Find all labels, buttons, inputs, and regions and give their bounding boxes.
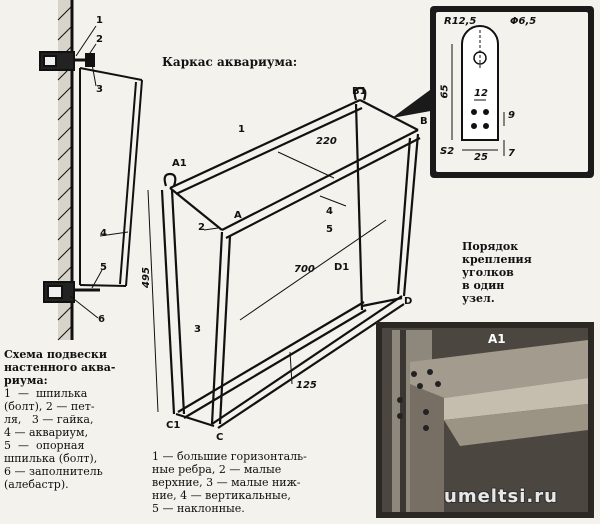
frame-drawing (147, 86, 421, 429)
corner-d1: D1 (334, 262, 350, 273)
corner-a: A (234, 210, 242, 221)
dim-phi6-5: Φ6,5 (510, 16, 537, 27)
frame-legend: 1 — большие горизонталь- ные ребра, 2 — … (152, 450, 307, 515)
caption-line: шпилька (болт), (4, 452, 98, 465)
dim-s2: S2 (440, 146, 455, 157)
legend-line: ные ребра, 2 — малые (152, 463, 282, 476)
corner-d: D (404, 296, 413, 307)
caption-line: 5 — опорная (4, 439, 85, 452)
legend-line: ние, 4 — вертикальные, (152, 489, 291, 502)
watermark: umeltsi.ru (444, 486, 558, 507)
wall-scheme (39, 0, 143, 341)
corner-b: B (420, 116, 428, 127)
caption-line: Схема подвески (4, 348, 107, 361)
dim-700: 700 (294, 264, 315, 275)
member-5: 5 (326, 224, 333, 235)
legend-line: 1 — большие горизонталь- (152, 450, 307, 463)
node-photo (376, 322, 594, 518)
corner-c: C (216, 432, 224, 443)
corner-c1: C1 (166, 420, 181, 431)
caption-line: риума: (4, 374, 48, 387)
node-caption-line: крепления (462, 253, 532, 266)
caption-line: (болт), 2 — пет- (4, 400, 95, 413)
node-caption-line: узел. (462, 292, 495, 305)
node-caption-line: уголков (462, 266, 514, 279)
dim-25: 25 (474, 152, 488, 163)
node-caption: Порядок крепления уголков в один узел. (462, 240, 532, 305)
legend-line: верхние, 3 — малые ниж- (152, 476, 301, 489)
member-3: 3 (194, 324, 201, 335)
frame-title: Каркас аквариума: (162, 55, 298, 69)
member-4: 4 (326, 206, 333, 217)
dim-12: 12 (474, 88, 488, 99)
dim-7: 7 (508, 148, 515, 159)
member-1: 1 (238, 124, 245, 135)
callout-2: 2 (96, 34, 103, 45)
node-caption-line: Порядок (462, 240, 519, 253)
legend-line: 5 — наклонные. (152, 502, 245, 515)
caption-line: ля, 3 — гайка, (4, 413, 94, 426)
callout-1: 1 (96, 15, 103, 26)
callout-4: 4 (100, 228, 107, 239)
callout-3: 3 (96, 84, 103, 95)
callout-5: 5 (100, 262, 107, 273)
dim-65: 65 (439, 84, 451, 99)
dim-125: 125 (296, 380, 317, 391)
dim-9: 9 (508, 110, 515, 121)
bracket-detail (392, 6, 594, 178)
node-caption-line: в один (462, 279, 505, 292)
dim-495: 495 (140, 267, 152, 288)
corner-a1: A1 (172, 158, 187, 169)
dim-r12-5: R12,5 (444, 16, 477, 27)
member-2: 2 (198, 222, 205, 233)
photo-corner-label: A1 (488, 332, 506, 346)
caption-line: 4 — аквариум, (4, 426, 89, 439)
caption-line: 1 — шпилька (4, 387, 88, 400)
corner-b1: B1 (352, 86, 367, 97)
wall-scheme-caption: Схема подвески настенного аква- риума: 1… (4, 348, 115, 491)
caption-line: (алебастр). (4, 478, 69, 491)
caption-line: 6 — заполнитель (4, 465, 103, 478)
dim-220: 220 (316, 136, 337, 147)
callout-6: 6 (98, 314, 105, 325)
caption-line: настенного аква- (4, 361, 116, 374)
